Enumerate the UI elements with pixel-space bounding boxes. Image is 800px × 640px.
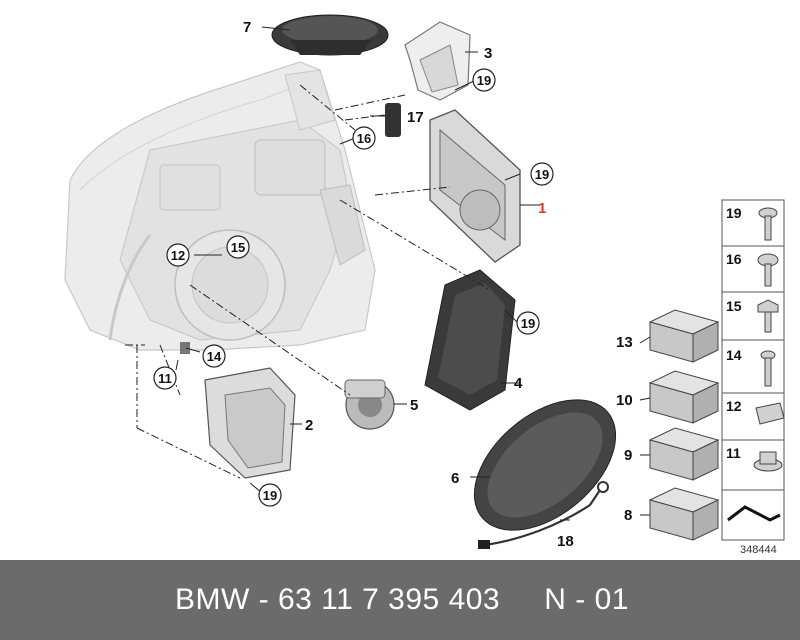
- side-label-19: 19: [726, 205, 742, 221]
- side-panel: 19 16 15 14 12 11: [721, 199, 785, 541]
- part-2-duct: [204, 367, 296, 479]
- circled-callout-labels: 19 16 19 12 15 19 14 11 19: [158, 73, 549, 503]
- callout-6: 6: [451, 470, 459, 487]
- callout-19-top: 19: [477, 73, 491, 88]
- callout-14: 14: [207, 349, 222, 364]
- box-9: [648, 427, 720, 481]
- callout-8: 8: [624, 507, 632, 524]
- part-3-bracket: [404, 21, 471, 101]
- side-label-11: 11: [726, 445, 741, 461]
- side-label-14: 14: [726, 347, 742, 363]
- part-number-text: BMW - 63 11 7 395 403 N - 01: [175, 583, 629, 616]
- nut-11-icon: [753, 451, 783, 472]
- callout-19-panel: 19: [521, 316, 535, 331]
- part-18-cable: [478, 481, 609, 549]
- part-17-sensor: [385, 103, 401, 137]
- screw-19-icon: [758, 207, 778, 241]
- bracket-arrow-icon: [727, 505, 781, 522]
- footer-bar: BMW - 63 11 7 395 403 N - 01: [0, 560, 800, 640]
- callout-19-module: 19: [535, 167, 549, 182]
- boxes: [639, 309, 720, 541]
- callout-labels: 7 3 17 1 4 5 2 6 18 13 10 9 8: [243, 19, 633, 550]
- callout-11: 11: [158, 371, 172, 386]
- callout-5: 5: [410, 397, 418, 414]
- screw-14-icon: [760, 350, 776, 387]
- part-7-cap: [271, 14, 389, 56]
- part-6-cover: [473, 399, 617, 531]
- callout-19-duct: 19: [263, 488, 277, 503]
- part-14-small: [180, 342, 190, 354]
- dashdot-lines: [125, 84, 491, 479]
- callout-7: 7: [243, 19, 251, 36]
- side-label-12: 12: [726, 398, 742, 414]
- part-4-panel: [424, 269, 516, 411]
- callout-18: 18: [557, 533, 574, 550]
- reference-number: 348444: [740, 544, 777, 556]
- side-label-16: 16: [726, 251, 742, 267]
- part-1-control-module: [429, 109, 521, 263]
- headlight-housing: [64, 61, 376, 351]
- callout-1: 1: [538, 200, 546, 217]
- screw-15-icon: [757, 299, 779, 333]
- screw-16-icon: [757, 253, 779, 287]
- callout-10: 10: [616, 392, 633, 409]
- side-label-15: 15: [726, 298, 742, 314]
- callout-4: 4: [514, 375, 523, 392]
- callout-15: 15: [231, 240, 245, 255]
- box-13: [648, 309, 720, 363]
- callout-2: 2: [305, 417, 313, 434]
- callout-16: 16: [357, 131, 371, 146]
- callout-13: 13: [616, 334, 633, 351]
- parts-diagram: 7 3 17 1 4 5 2 6 18 13 10 9 8 19 16 19 1…: [64, 14, 785, 556]
- callout-17: 17: [407, 109, 424, 126]
- callout-9: 9: [624, 447, 632, 464]
- callout-3: 3: [484, 45, 492, 62]
- box-8: [648, 487, 720, 541]
- box-10: [648, 370, 720, 424]
- clip-12-icon: [755, 402, 785, 425]
- part-5-fan: [344, 379, 395, 430]
- circled-callouts: [153, 68, 554, 507]
- callout-12: 12: [171, 248, 185, 263]
